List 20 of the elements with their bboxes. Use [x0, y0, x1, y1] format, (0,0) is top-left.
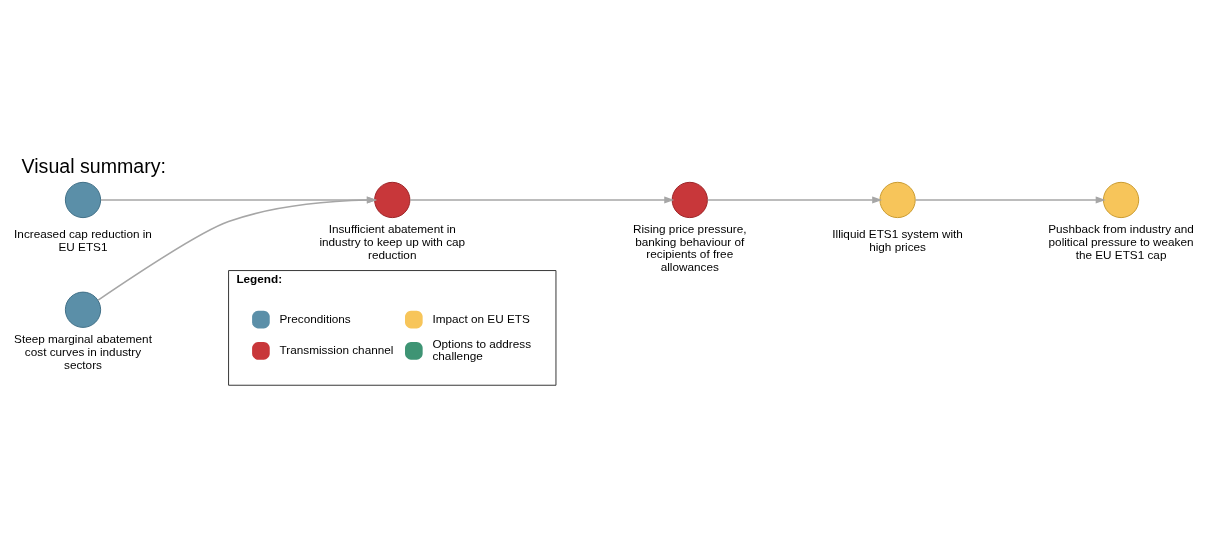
arrow: [914, 195, 1106, 203]
node-label: Rising price pressure, banking behaviour of recipients of free allowances: [632, 221, 747, 273]
diagram-title: Visual summary:: [21, 154, 167, 177]
node-circle: [671, 181, 708, 218]
node-circle: [374, 181, 411, 218]
node-label: Pushback from industry and political pressure to weaken the EU ETS1 cap: [1048, 221, 1194, 261]
node-label: Steep marginal abatement cost curves in industry sectors: [14, 331, 152, 371]
legend-label: Options to address challenge: [432, 336, 532, 362]
legend-label: Preconditions: [279, 311, 351, 325]
legend-label: Impact on EU ETS: [432, 311, 530, 325]
legend-label: Transmission channel: [279, 342, 394, 356]
arrow: [409, 195, 675, 203]
node-label: Illiquid ETS1 system with high prices: [832, 226, 963, 253]
node-circle: [1102, 181, 1140, 218]
node-circle: [64, 291, 102, 328]
arrow: [706, 195, 883, 203]
node-circle: [879, 181, 916, 218]
node-label: Increased cap reduction in EU ETS1: [14, 226, 152, 253]
node-circle: [64, 181, 102, 218]
node-label: Insufficient abatement in industry to keep up with cap reduction: [319, 221, 466, 261]
